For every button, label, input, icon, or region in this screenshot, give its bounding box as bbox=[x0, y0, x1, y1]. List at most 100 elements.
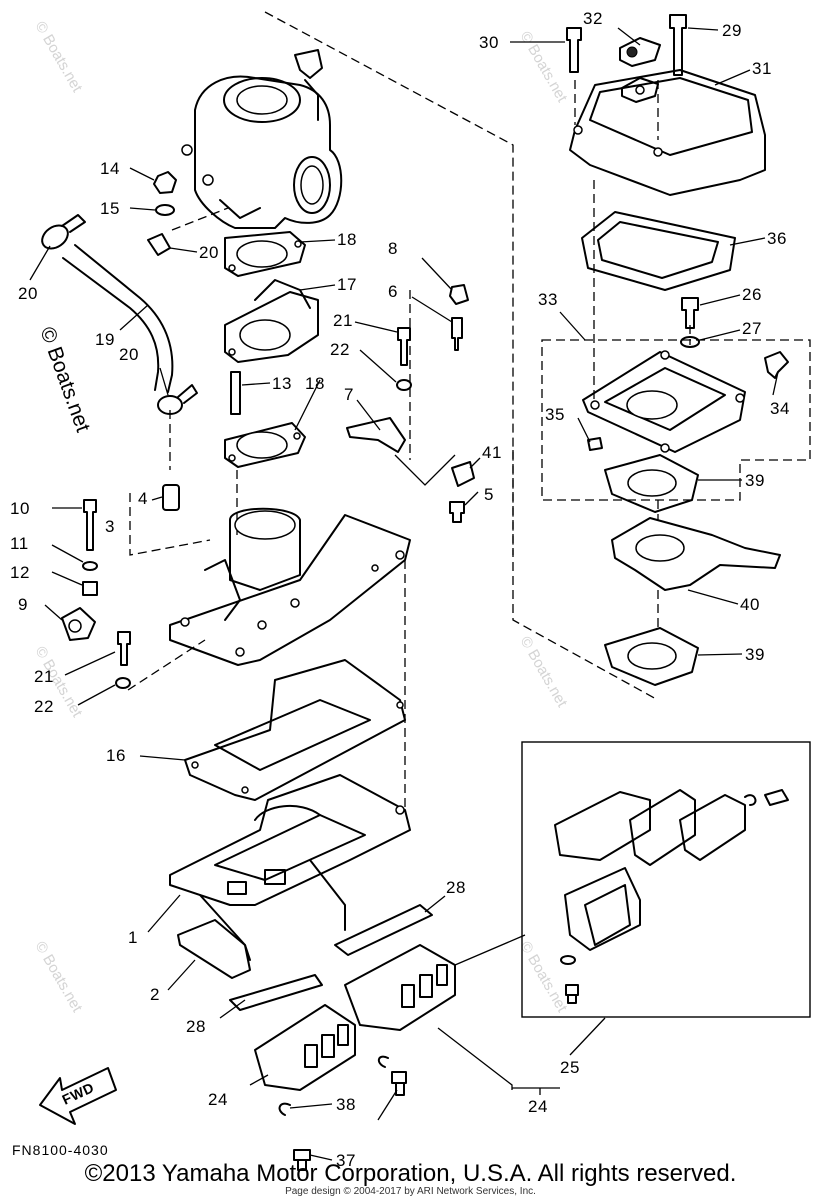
silencer-base bbox=[582, 350, 746, 453]
part-label: 30 bbox=[479, 33, 499, 52]
part-label: 19 bbox=[95, 330, 115, 349]
part-label: 31 bbox=[752, 59, 772, 78]
bolt-30 bbox=[566, 27, 582, 73]
reed-valve-detail bbox=[554, 789, 789, 1004]
part-label: 22 bbox=[34, 697, 54, 716]
carburetor-mount-17 bbox=[224, 279, 319, 363]
part-label: 24 bbox=[208, 1090, 228, 1109]
part-label: 16 bbox=[106, 746, 126, 765]
gasket-40 bbox=[611, 517, 781, 591]
stud-13 bbox=[230, 371, 241, 415]
washer-part bbox=[155, 204, 175, 216]
part-label: 32 bbox=[583, 9, 603, 28]
part-label: 38 bbox=[336, 1095, 356, 1114]
bolt-10 bbox=[83, 499, 97, 551]
assembly-box-25 bbox=[521, 741, 811, 1018]
bolt-21-left bbox=[117, 631, 131, 666]
part-label: 6 bbox=[388, 282, 398, 301]
part-label: 14 bbox=[100, 159, 120, 178]
gasket-28-left bbox=[229, 974, 323, 1011]
washer-22-left bbox=[115, 677, 131, 689]
part-label: 7 bbox=[344, 385, 354, 404]
assembly-lines bbox=[127, 11, 691, 810]
gasket-18-upper bbox=[224, 231, 306, 277]
watermark-text: © Boats.net bbox=[517, 634, 571, 711]
gasket-39-top bbox=[604, 454, 699, 513]
part-label: 41 bbox=[482, 443, 502, 462]
spacer-4 bbox=[162, 484, 180, 511]
fitting-34 bbox=[764, 351, 789, 379]
fitting-9 bbox=[61, 607, 96, 641]
part-label: 11 bbox=[10, 534, 29, 553]
part-label: 13 bbox=[272, 374, 292, 393]
part-label: 4 bbox=[138, 489, 148, 508]
part-label: 37 bbox=[336, 1151, 356, 1170]
part-label: 40 bbox=[740, 595, 760, 614]
copyright-notice: ©2013 Yamaha Motor Corporation, U.S.A. A… bbox=[84, 1160, 737, 1187]
part-label: 20 bbox=[199, 243, 219, 262]
part-label: 10 bbox=[10, 499, 30, 518]
part-label: 36 bbox=[767, 229, 787, 248]
screw-37b bbox=[391, 1071, 407, 1096]
part-label: 5 bbox=[484, 485, 494, 504]
figure-code: FN8100-4030 bbox=[12, 1142, 109, 1158]
washer-22-mid bbox=[396, 379, 412, 391]
part-label: 20 bbox=[119, 345, 139, 364]
part-label: 22 bbox=[330, 340, 350, 359]
part-label: 18 bbox=[305, 374, 325, 393]
part-label: 9 bbox=[18, 595, 28, 614]
silencer-cover-31 bbox=[569, 69, 766, 196]
bolt-29 bbox=[669, 14, 687, 76]
washer-11 bbox=[82, 561, 98, 571]
part-label: 39 bbox=[745, 645, 765, 664]
part-label: 28 bbox=[446, 878, 466, 897]
part-label: 17 bbox=[337, 275, 357, 294]
fitting-41 bbox=[451, 461, 475, 487]
part-label: 20 bbox=[18, 284, 38, 303]
leader-lines bbox=[29, 27, 779, 1161]
hose-clamp-20-bottom bbox=[157, 384, 198, 415]
part-label: 26 bbox=[742, 285, 762, 304]
part-label: 29 bbox=[722, 21, 742, 40]
reed-valve-24-right bbox=[344, 944, 456, 1031]
part-label: 18 bbox=[337, 230, 357, 249]
watermark-text: © Boats.net bbox=[32, 19, 86, 96]
part-label: 8 bbox=[388, 239, 398, 258]
part-label: 1 bbox=[128, 928, 138, 947]
pin-35 bbox=[587, 437, 603, 451]
hose-19 bbox=[62, 244, 174, 393]
part-label: 25 bbox=[560, 1058, 580, 1077]
screw-37 bbox=[293, 1149, 311, 1171]
part-label: 12 bbox=[10, 563, 30, 582]
part-label: 2 bbox=[150, 985, 160, 1004]
part-label: 21 bbox=[34, 667, 54, 686]
gasket-18-lower bbox=[224, 422, 306, 468]
part-label: 35 bbox=[545, 405, 565, 424]
cap-8 bbox=[449, 284, 469, 305]
bolt-5 bbox=[449, 501, 465, 523]
assembly-box-33 bbox=[541, 339, 811, 501]
clip-38b bbox=[377, 1055, 389, 1068]
part-label: 28 bbox=[186, 1017, 206, 1036]
reed-valve-24-left bbox=[254, 1004, 356, 1091]
part-label: 33 bbox=[538, 290, 558, 309]
watermark-text: © Boats.net bbox=[517, 939, 571, 1016]
watermark-text: © Boats.net bbox=[32, 939, 86, 1016]
bolt-26 bbox=[681, 297, 699, 329]
fwd-arrow-icon: FWD bbox=[39, 1067, 117, 1125]
part-label: 24 bbox=[528, 1097, 548, 1116]
gasket-16 bbox=[184, 659, 406, 801]
part-label: 21 bbox=[333, 311, 353, 330]
bolt-21-mid bbox=[397, 327, 411, 366]
carburetor-base-3 bbox=[169, 507, 411, 666]
bracket-7 bbox=[346, 417, 406, 453]
gasket-2 bbox=[177, 919, 251, 979]
gasket-39-bottom bbox=[604, 627, 699, 686]
watermark-text-dark: © Boats.net bbox=[35, 324, 94, 435]
gasket-36 bbox=[581, 211, 736, 291]
fitting-6 bbox=[451, 317, 463, 351]
part-label: 15 bbox=[100, 199, 120, 218]
gasket-28-right bbox=[334, 904, 433, 956]
clip-38 bbox=[278, 1102, 291, 1116]
